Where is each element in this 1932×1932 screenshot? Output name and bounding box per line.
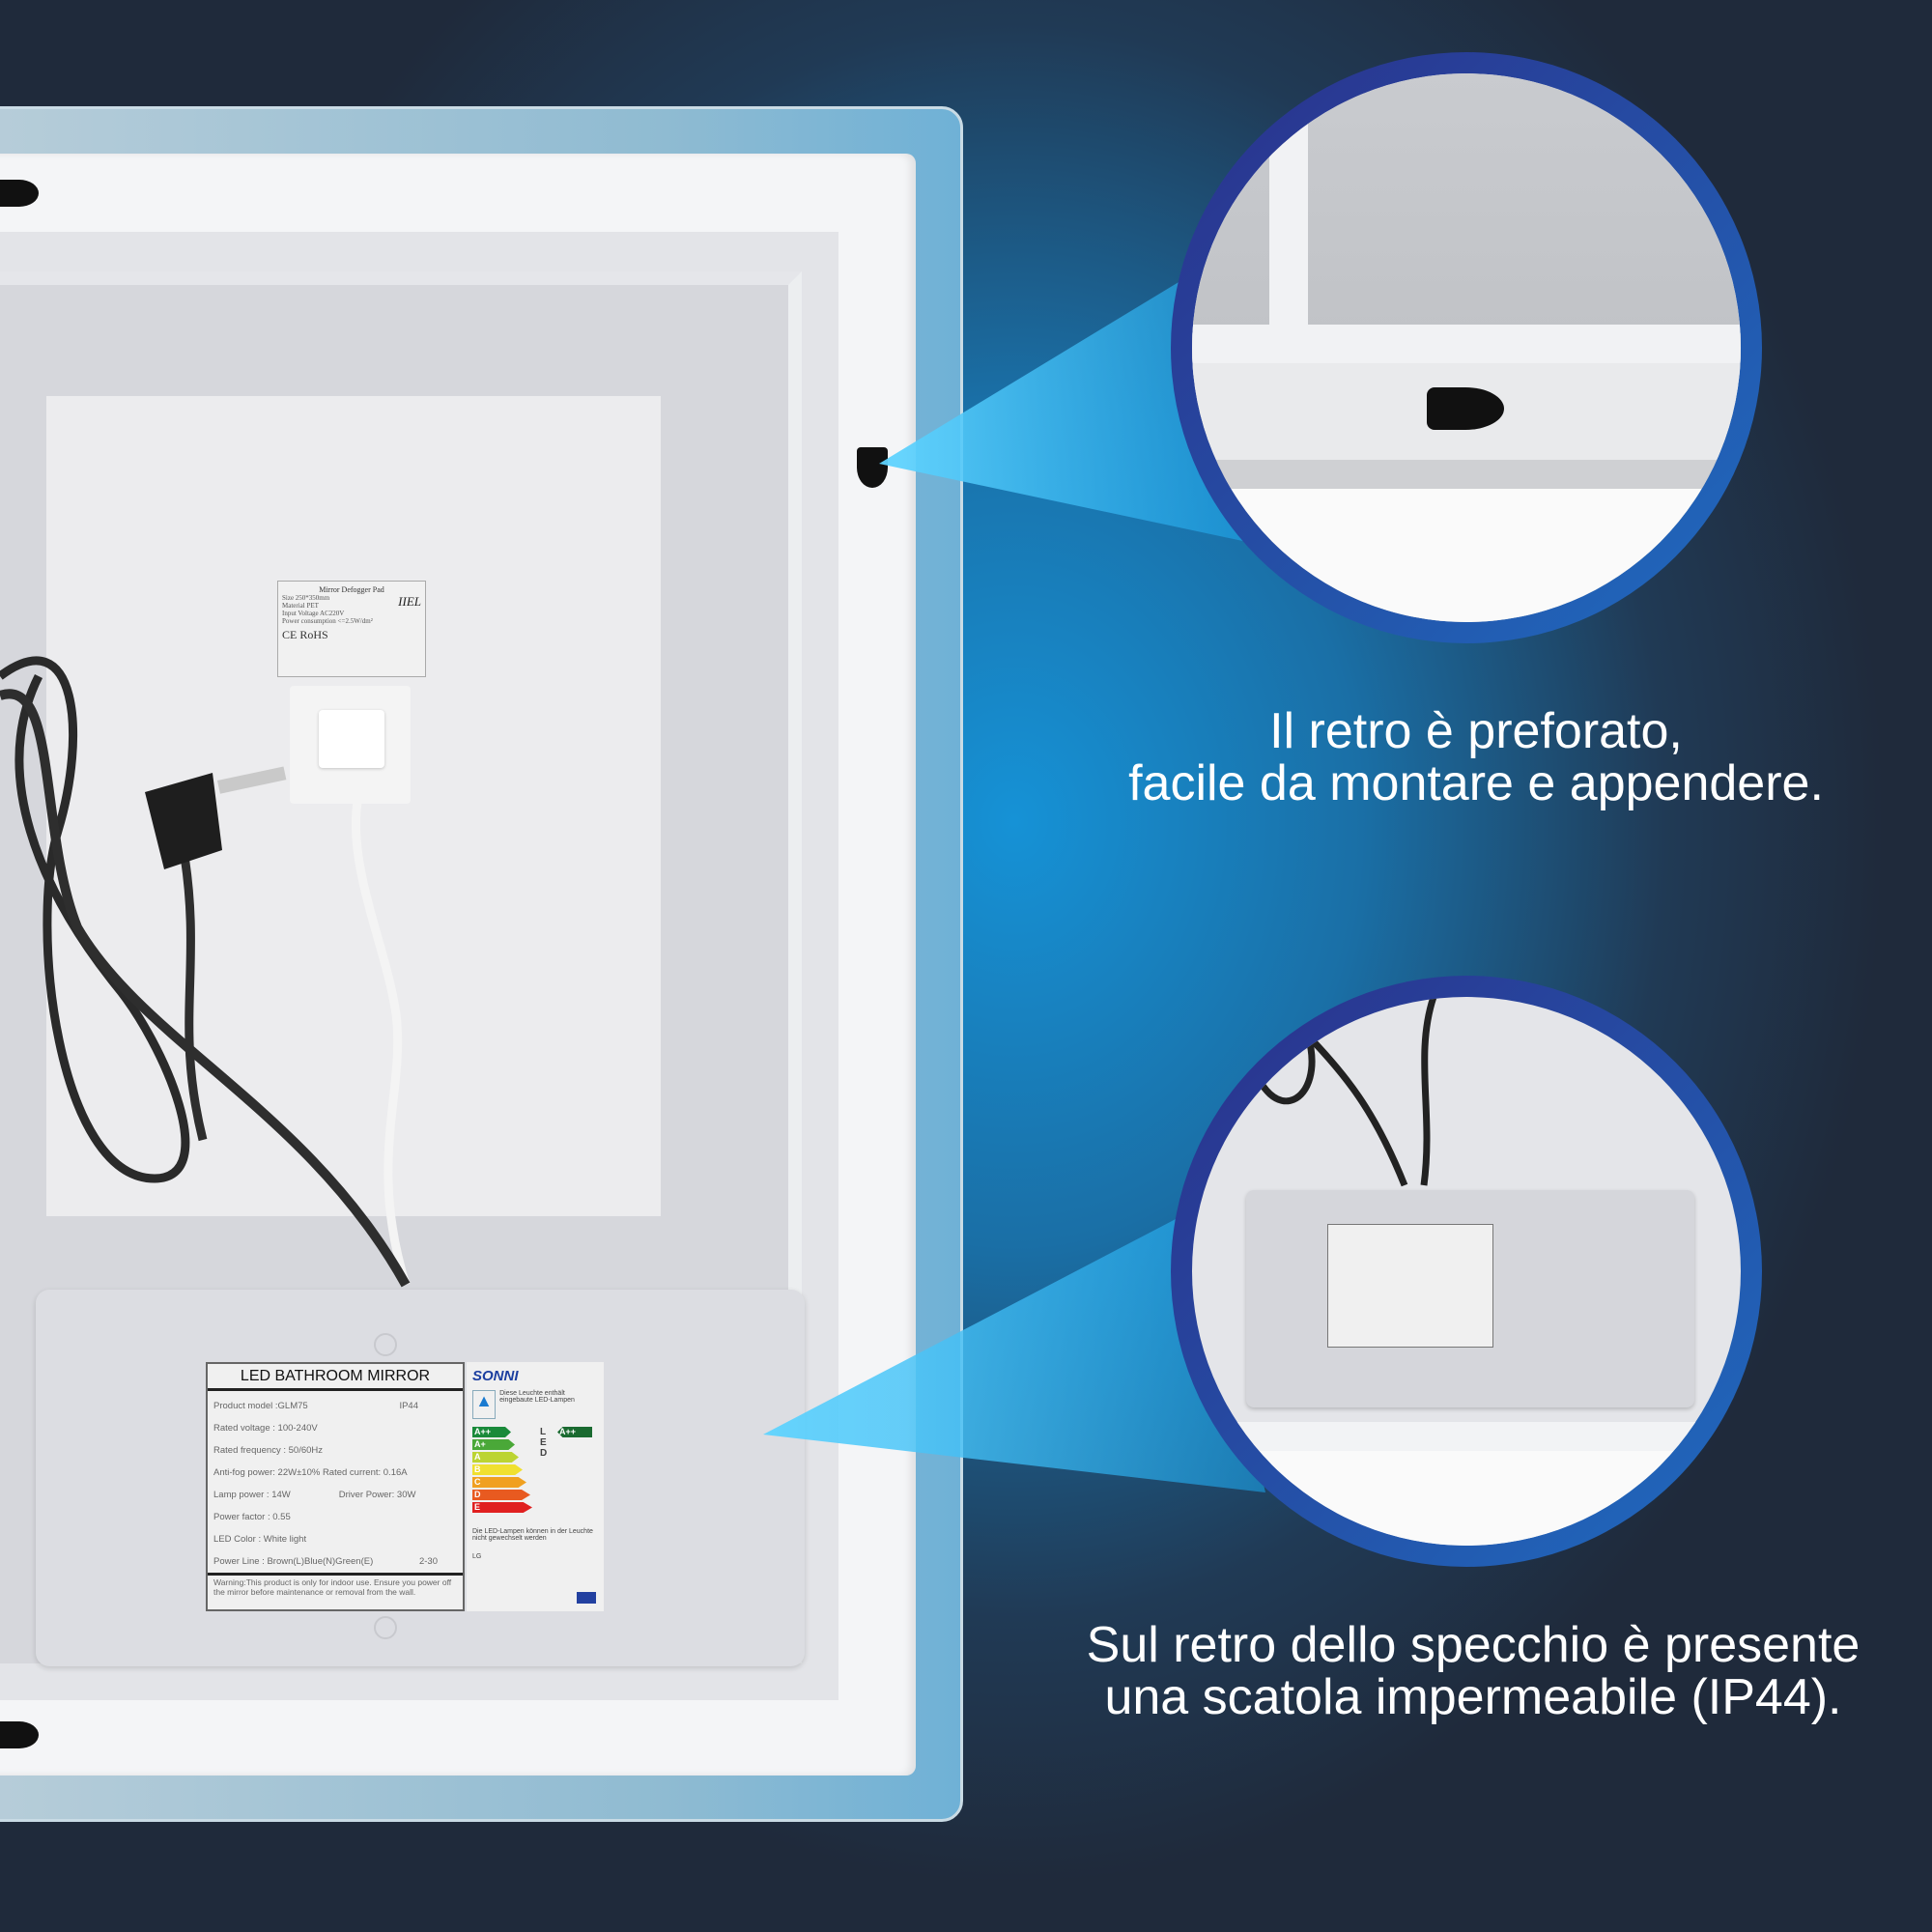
cert-marks: CE RoHS <box>282 628 328 641</box>
spec-row: Power Line : Brown(L)Blue(N)Green(E)2-30 <box>213 1556 438 1567</box>
spec-row: Rated frequency : 50/60Hz <box>213 1445 324 1456</box>
warning-text: Warning:This product is only for indoor … <box>208 1573 463 1599</box>
lamp-text: Diese Leuchte enthält eingebaute LED-Lam… <box>499 1390 575 1404</box>
defogger-title: Mirror Defogger Pad <box>319 585 384 594</box>
energy-label: SONNI ▲Diese Leuchte enthält eingebaute … <box>467 1362 604 1611</box>
beam-bottom <box>763 1208 1265 1492</box>
caption-top-line: Il retro è preforato, <box>1269 703 1683 759</box>
defogger-line: Power consumption <=2.5W/dm² <box>282 617 373 625</box>
spec-row: Rated voltage : 100-240V <box>213 1423 318 1434</box>
caption-top: Il retro è preforato, facile da montare … <box>1041 705 1911 810</box>
screw-icon <box>374 1333 397 1356</box>
zoom-circle-hole <box>1171 52 1762 643</box>
energy-class: B <box>472 1464 523 1475</box>
product-label: LED BATHROOM MIRROR Product model :GLM75… <box>206 1362 465 1611</box>
caption-bottom-line: Sul retro dello specchio è presente <box>1086 1617 1861 1673</box>
beam-top <box>879 270 1265 546</box>
spec-row: Anti-fog power: 22W±10% Rated current: 0… <box>213 1467 408 1478</box>
keyhole-icon <box>1427 387 1504 430</box>
spec-row: Power factor : 0.55 <box>213 1512 291 1522</box>
energy-class: A++ <box>472 1427 511 1437</box>
product-label-title: LED BATHROOM MIRROR <box>208 1364 463 1391</box>
defogger-line: Input Voltage AC220V <box>282 610 345 617</box>
energy-class: A <box>472 1452 519 1463</box>
caption-bottom: Sul retro dello specchio è presente una … <box>1038 1619 1908 1723</box>
energy-class: C <box>472 1477 526 1488</box>
spec-row: LED Color : White light <box>213 1534 307 1545</box>
caption-bottom-line: una scatola impermeabile (IP44). <box>1104 1669 1842 1725</box>
eu-flag-icon <box>577 1592 596 1604</box>
sensor-switch <box>290 686 411 804</box>
screw-icon <box>374 1616 397 1639</box>
keyhole-icon <box>857 447 888 488</box>
hanging-hole-top <box>0 180 39 207</box>
defogger-line: Material PET <box>282 602 319 610</box>
lamp-icon: ▲ <box>472 1390 497 1419</box>
energy-code: LG <box>472 1553 482 1560</box>
defogger-label: Mirror Defogger Pad IIEL Size 250*350mm … <box>277 581 426 677</box>
power-cable <box>0 656 411 1288</box>
defogger-brand: IIEL <box>398 594 421 609</box>
energy-class: A+ <box>472 1439 515 1450</box>
brand-logo: SONNI <box>472 1368 519 1384</box>
caption-top-line: facile da montare e appendere. <box>1128 755 1824 811</box>
zoom-circle-box <box>1171 976 1762 1567</box>
defogger-line: Size 250*350mm <box>282 594 330 602</box>
hanging-hole-bottom <box>0 1721 39 1748</box>
energy-class: E <box>472 1502 532 1513</box>
energy-footer: Die LED-Lampen können in der Leuchte nic… <box>472 1528 593 1542</box>
led-text: LED <box>540 1427 548 1459</box>
energy-class: D <box>472 1490 530 1500</box>
energy-rating: A++ <box>557 1427 592 1437</box>
